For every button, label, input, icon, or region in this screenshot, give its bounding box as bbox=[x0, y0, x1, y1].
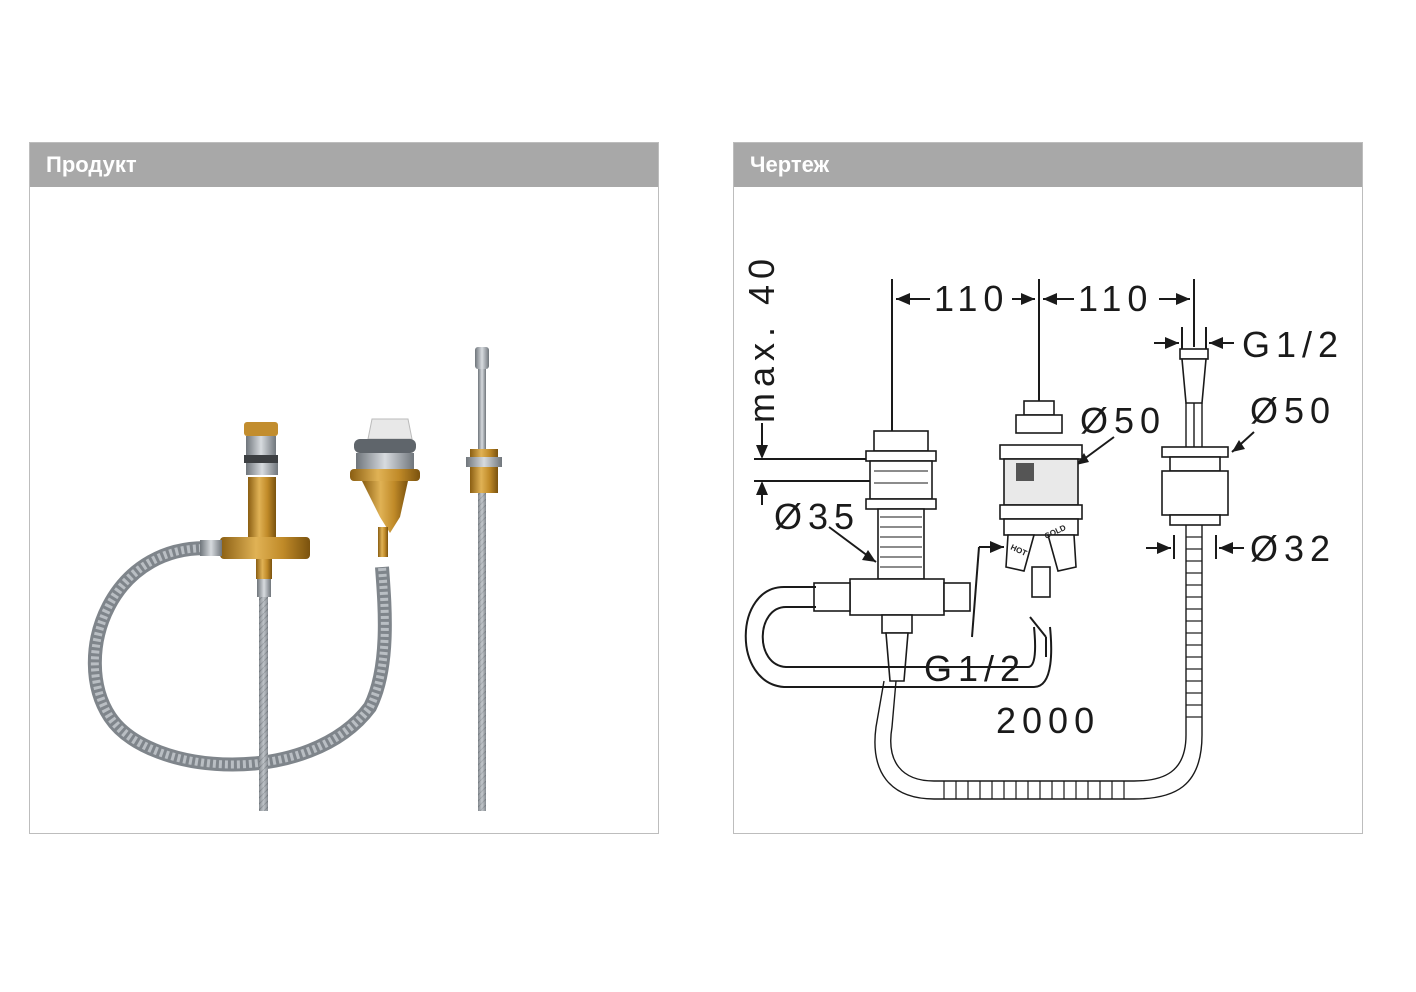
left-valve bbox=[200, 422, 310, 597]
dim-max-40: max. 40 bbox=[741, 253, 782, 423]
drawing-panel: Чертеж bbox=[733, 142, 1363, 834]
middle-valve-drawing bbox=[999, 400, 1083, 598]
dim-d35: Ø35 bbox=[774, 496, 860, 537]
dim-d50-right: Ø50 bbox=[1250, 390, 1336, 431]
hg-logo-icon bbox=[1016, 463, 1034, 481]
dim-g12-top: G1/2 bbox=[1242, 324, 1344, 365]
product-image bbox=[30, 187, 658, 833]
right-hose-drawing bbox=[1161, 348, 1229, 526]
dim-110-right: 110 bbox=[1078, 278, 1153, 319]
braided-hose-loop bbox=[87, 541, 392, 772]
corrugated-hose bbox=[874, 403, 1203, 800]
technical-drawing: HOT COLD bbox=[734, 187, 1362, 833]
loop-hose bbox=[744, 586, 1053, 688]
dim-2000: 2000 bbox=[996, 700, 1100, 741]
drawing-svg: HOT COLD bbox=[741, 253, 1344, 800]
left-valve-drawing bbox=[813, 430, 971, 682]
right-shower-hose bbox=[466, 347, 502, 811]
dim-d32: Ø32 bbox=[1250, 528, 1336, 569]
product-illustration bbox=[87, 347, 502, 811]
dim-g12-bottom: G1/2 bbox=[924, 648, 1026, 689]
middle-valve bbox=[350, 418, 420, 557]
product-panel-title: Продукт bbox=[30, 143, 658, 187]
product-panel: Продукт bbox=[29, 142, 659, 834]
left-valve-threads bbox=[874, 470, 928, 568]
drawing-panel-title: Чертеж bbox=[734, 143, 1362, 187]
dim-110-left: 110 bbox=[934, 278, 1009, 319]
hose-ribs bbox=[943, 536, 1202, 799]
dim-d50-mid: Ø50 bbox=[1080, 400, 1166, 441]
